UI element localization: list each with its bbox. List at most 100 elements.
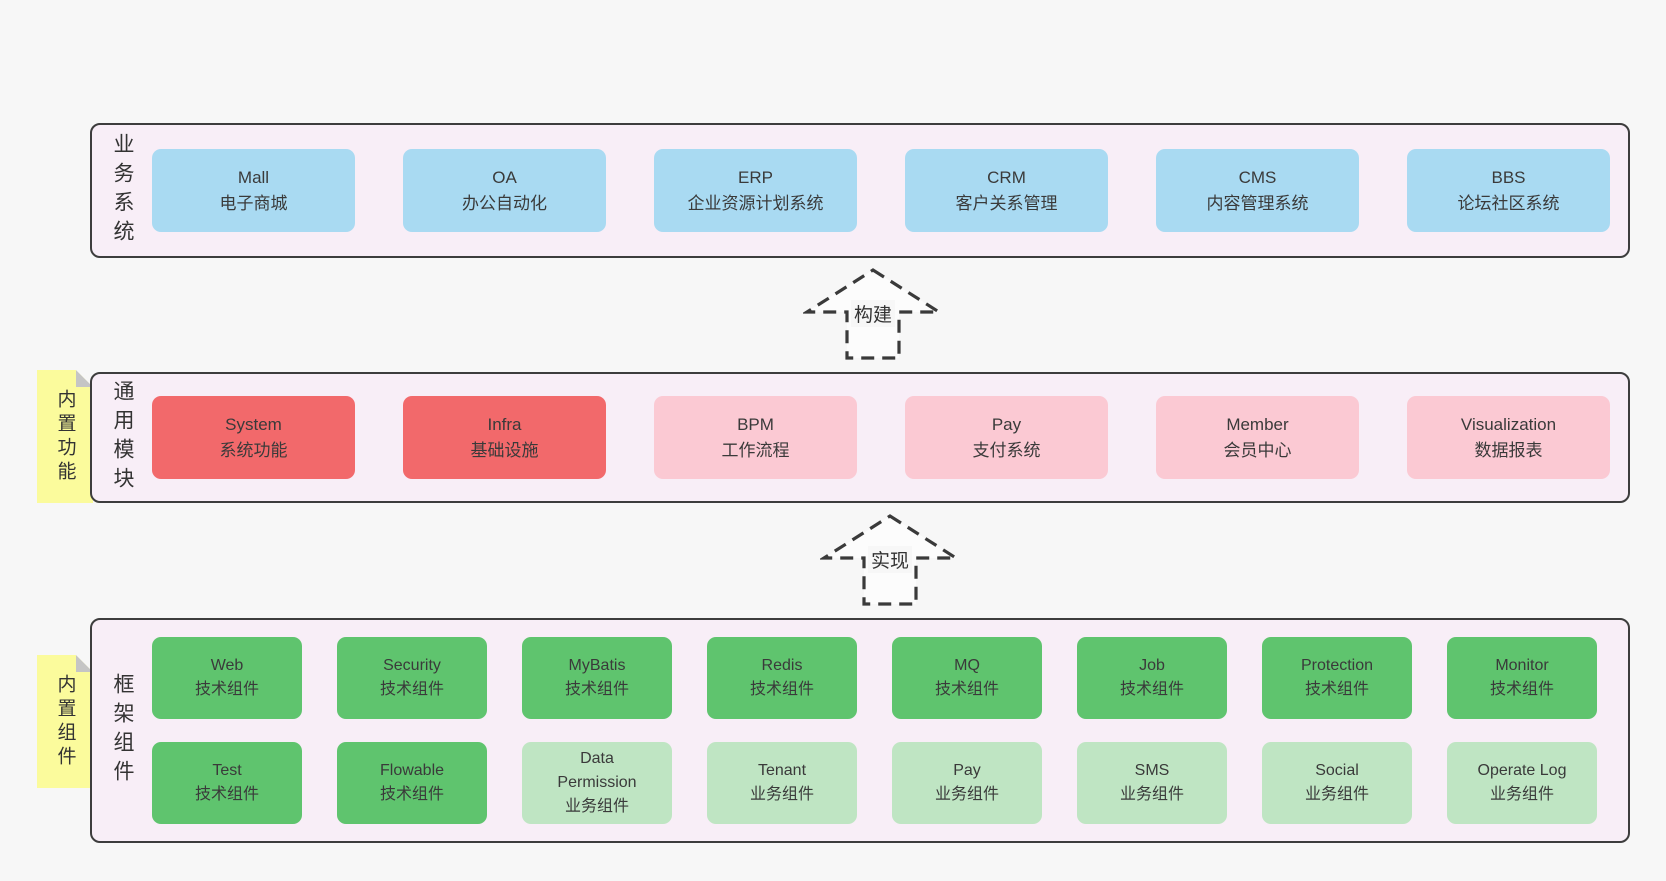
- box-monitor: Monitor 技术组件: [1447, 637, 1597, 719]
- band-label-common: 通用模块: [92, 374, 152, 501]
- box-subtitle: 技术组件: [934, 681, 999, 698]
- box-subtitle: 企业资源计划系统: [687, 193, 824, 213]
- box-subtitle: 基础设施: [470, 440, 539, 460]
- box-title: CRM: [987, 167, 1026, 187]
- box-subtitle: 技术组件: [749, 681, 814, 698]
- box-title: BBS: [1491, 167, 1526, 187]
- box-title: Protection: [1300, 657, 1374, 674]
- box-subtitle: 业务组件: [1119, 786, 1184, 803]
- box-subtitle: 业务组件: [749, 786, 814, 803]
- box-subtitle: 业务组件: [1489, 786, 1554, 803]
- box-web: Web 技术组件: [152, 637, 302, 719]
- box-title: MyBatis: [568, 657, 626, 674]
- box-subtitle: 技术组件: [194, 681, 259, 698]
- band-label-text: 业务系统: [111, 132, 134, 249]
- band-label-text: 框架组件: [111, 672, 134, 789]
- band-business-systems: 业务系统 Mall 电子商城 OA 办公自动化 ERP 企业资源计划系统 CRM 客户关系管理…: [90, 123, 1630, 258]
- box-subtitle: 支付系统: [972, 440, 1041, 460]
- box-subtitle: 技术组件: [379, 681, 444, 698]
- box-sms: SMS 业务组件: [1077, 742, 1227, 824]
- box-subtitle: 技术组件: [1304, 681, 1369, 698]
- box-title: Pay: [953, 762, 981, 779]
- box-subtitle: 技术组件: [379, 786, 444, 803]
- box-title: System: [225, 414, 282, 434]
- box-title: BPM: [737, 414, 774, 434]
- sticky-text: 内置组件: [54, 673, 76, 770]
- box-title: Operate Log: [1477, 762, 1567, 779]
- box-title: Mall: [237, 167, 270, 187]
- box-subtitle: 技术组件: [564, 681, 629, 698]
- box-title: Member: [1226, 414, 1289, 434]
- sticky-text: 内置功能: [54, 388, 76, 485]
- band-label-text: 通用模块: [111, 379, 134, 496]
- box-subtitle: 电子商城: [219, 193, 288, 213]
- sticky-note-built-in-features: 内置功能: [37, 370, 93, 503]
- box-title: Monitor: [1495, 657, 1549, 674]
- box-subtitle: 业务组件: [564, 798, 629, 815]
- box-title: Job: [1139, 657, 1165, 674]
- box-redis: Redis 技术组件: [707, 637, 857, 719]
- box-infra: Infra 基础设施: [403, 396, 606, 479]
- box-job: Job 技术组件: [1077, 637, 1227, 719]
- box-subtitle: 数据报表: [1474, 440, 1543, 460]
- box-crm: CRM 客户关系管理: [905, 149, 1108, 232]
- box-title: OA: [492, 167, 517, 187]
- box-title: ERP: [738, 167, 773, 187]
- box-protection: Protection 技术组件: [1262, 637, 1412, 719]
- box-title: Tenant: [757, 762, 807, 779]
- box-subtitle: 技术组件: [1489, 681, 1554, 698]
- box-oa: OA 办公自动化: [403, 149, 606, 232]
- box-operate-log: Operate Log 业务组件: [1447, 742, 1597, 824]
- sticky-fold-cut: [76, 655, 93, 672]
- arrow-build: 构建: [803, 266, 943, 362]
- box-title: Pay: [991, 414, 1022, 434]
- box-pay: Pay 支付系统: [905, 396, 1108, 479]
- box-subtitle: 内容管理系统: [1206, 193, 1309, 213]
- box-flowable: Flowable 技术组件: [337, 742, 487, 824]
- box-title: Flowable: [379, 762, 445, 779]
- box-visualization: Visualization 数据报表: [1407, 396, 1610, 479]
- box-title: MQ: [954, 657, 980, 674]
- box-tenant: Tenant 业务组件: [707, 742, 857, 824]
- box-bbs: BBS 论坛社区系统: [1407, 149, 1610, 232]
- box-subtitle: 技术组件: [194, 786, 259, 803]
- arrow-build-label: 构建: [850, 300, 896, 327]
- box-subtitle: 客户关系管理: [955, 193, 1058, 213]
- box-subtitle: 业务组件: [1304, 786, 1369, 803]
- box-title: Social: [1315, 762, 1359, 779]
- box-social: Social 业务组件: [1262, 742, 1412, 824]
- box-subtitle: 业务组件: [934, 786, 999, 803]
- box-title: Infra: [487, 414, 522, 434]
- sticky-fold-cut: [76, 370, 93, 387]
- box-title: SMS: [1134, 762, 1170, 779]
- box-pay: Pay 业务组件: [892, 742, 1042, 824]
- box-erp: ERP 企业资源计划系统: [654, 149, 857, 232]
- box-title: Redis: [761, 657, 803, 674]
- box-subtitle: 系统功能: [219, 440, 288, 460]
- box-subtitle: 会员中心: [1223, 440, 1292, 460]
- box-subtitle: 技术组件: [1119, 681, 1184, 698]
- box-title: Security: [383, 657, 441, 674]
- box-mybatis: MyBatis 技术组件: [522, 637, 672, 719]
- box-mq: MQ 技术组件: [892, 637, 1042, 719]
- box-subtitle: 论坛社区系统: [1457, 193, 1560, 213]
- box-title: Visualization: [1460, 414, 1557, 434]
- box-title: Web: [210, 657, 244, 674]
- box-title: Data Permission: [557, 750, 637, 791]
- arrow-implement-label: 实现: [867, 546, 913, 573]
- sticky-note-built-in-components: 内置组件: [37, 655, 93, 788]
- box-subtitle: 办公自动化: [462, 193, 547, 213]
- box-system: System 系统功能: [152, 396, 355, 479]
- band-label-business: 业务系统: [92, 125, 152, 256]
